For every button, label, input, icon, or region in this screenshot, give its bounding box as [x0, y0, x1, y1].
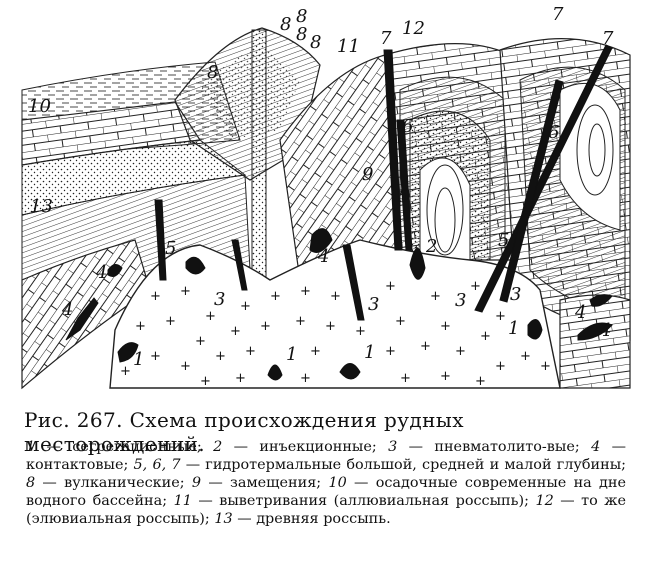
legend-entry-1: 1 — сегрегационные;: [26, 439, 214, 455]
granite-plus-mark: +: [235, 371, 246, 386]
legend-text: 1 — сегрегационные; 2 — инъекционные; 3 …: [26, 438, 626, 528]
legend-entry-4: 4 — контактовые;: [26, 439, 626, 473]
granite-plus-mark: +: [245, 344, 256, 359]
granite-plus-mark: +: [150, 289, 161, 304]
label-8: 8: [296, 6, 307, 27]
label-9: 9: [362, 164, 373, 185]
granite-plus-mark: +: [300, 284, 311, 299]
granite-plus-mark: +: [260, 319, 271, 334]
granite-plus-mark: +: [120, 364, 131, 379]
granite-plus-mark: +: [440, 369, 451, 384]
granite-plus-mark: +: [230, 324, 241, 339]
granite-plus-mark: +: [540, 359, 551, 374]
label-1: 1: [133, 349, 144, 370]
legend-entry-12: 12 — то же (элювиальная россыпь);: [26, 493, 626, 527]
label-6: 6: [548, 122, 559, 143]
legend-entry-3: 3 — пневматолито-вые;: [388, 439, 592, 455]
granite-plus-mark: +: [385, 279, 396, 294]
granite-intrusion: + + + + + + + + + + + + + + + + + + + + + + + + + + + + + + + + + + + + + + + +: [109, 239, 561, 389]
ore-bodies: [65, 44, 613, 381]
granite-plus-mark: +: [480, 329, 491, 344]
granite-plus-mark: +: [310, 344, 321, 359]
label-8: 8: [280, 14, 291, 35]
label-4: 4: [317, 246, 329, 267]
granite-plus-mark: +: [325, 319, 336, 334]
legend-entry-5-6-7: 5, 6, 7 — гидротермальные большой, средн…: [133, 457, 627, 473]
granite-plus-mark: +: [430, 289, 441, 304]
label-4: 4: [95, 262, 107, 283]
granite-plus-mark: +: [400, 371, 411, 386]
label-5: 5: [398, 186, 409, 207]
label-3: 3: [510, 284, 521, 305]
granite-plus-mark: +: [270, 289, 281, 304]
label-8: 8: [207, 62, 218, 83]
legend-entry-2: 2 — инъекционные;: [213, 439, 389, 455]
label-7: 7: [602, 28, 614, 49]
granite-plus-mark: +: [495, 309, 506, 324]
label-6: 6: [402, 116, 413, 137]
granite-plus-mark: +: [195, 334, 206, 349]
fold-central: [279, 43, 521, 281]
label-13: 13: [30, 196, 53, 217]
diagram-svg: ++++++++++++++++++++++++++++++++++++++++…: [21, 4, 631, 390]
label-4: 4: [599, 320, 611, 341]
label-5: 5: [165, 238, 176, 259]
granite-plus-mark: +: [420, 339, 431, 354]
granite-plus-mark: +: [385, 344, 396, 359]
granite-plus-mark: +: [475, 374, 486, 389]
label-4: 4: [574, 302, 586, 323]
granite-plus-mark: +: [295, 314, 306, 329]
granite-plus-mark: +: [135, 319, 146, 334]
granite-plus-mark: +: [355, 324, 366, 339]
legend-entry-11: 11 — выветривания (аллювиальная россыпь)…: [173, 493, 536, 509]
granite-plus-mark: +: [455, 344, 466, 359]
label-1: 1: [508, 318, 519, 339]
label-2: 2: [425, 236, 437, 257]
granite-plus-mark: +: [150, 349, 161, 364]
label-3: 3: [455, 290, 466, 311]
figure-caption: Рис. 267. Схема происхождения рудных мес…: [24, 408, 464, 456]
label-11: 11: [337, 36, 360, 57]
legend-entry-8: 8 — вулканические;: [26, 475, 192, 491]
geological-diagram: ++++++++++++++++++++++++++++++++++++++++…: [21, 4, 631, 390]
label-8: 8: [296, 24, 307, 45]
label-1: 1: [286, 344, 297, 365]
granite-plus-mark: +: [180, 359, 191, 374]
granite-plus-mark: +: [300, 371, 311, 386]
granite-plus-mark: +: [440, 319, 451, 334]
legend-entry-9: 9 — замещения;: [191, 475, 329, 491]
granite-plus-mark: +: [165, 314, 176, 329]
label-3: 3: [214, 289, 225, 310]
granite-plus-mark: +: [205, 309, 216, 324]
granite-plus-mark: +: [395, 314, 406, 329]
label-4: 4: [61, 299, 73, 320]
label-10: 10: [28, 96, 51, 117]
granite-plus-mark: +: [240, 299, 251, 314]
label-8: 8: [310, 32, 321, 53]
label-1: 1: [364, 342, 375, 363]
label-12: 12: [402, 18, 425, 39]
diagram-labels: 1 1 1 1 2 3 3 3 3 4 4 4 4 4 5 5 5 6 6 7 …: [28, 4, 614, 370]
granite-plus-mark: +: [330, 289, 341, 304]
granite-plus-mark: +: [470, 279, 481, 294]
label-3: 3: [368, 294, 379, 315]
label-7: 7: [552, 4, 564, 25]
label-5: 5: [498, 230, 509, 251]
legend-entry-13: 13 — древняя россыпь.: [214, 511, 391, 527]
legend-entry-10: 10 — осадочные современные на дне водног…: [26, 475, 626, 509]
granite-plus-mark: +: [215, 349, 226, 364]
label-7: 7: [380, 28, 392, 49]
granite-plus-mark: +: [495, 359, 506, 374]
granite-plus-mark: +: [520, 349, 531, 364]
granite-plus-mark: +: [180, 284, 191, 299]
figure-legend: 1 — сегрегационные; 2 — инъекционные; 3 …: [26, 438, 626, 528]
granite-plus-mark: +: [200, 374, 211, 389]
